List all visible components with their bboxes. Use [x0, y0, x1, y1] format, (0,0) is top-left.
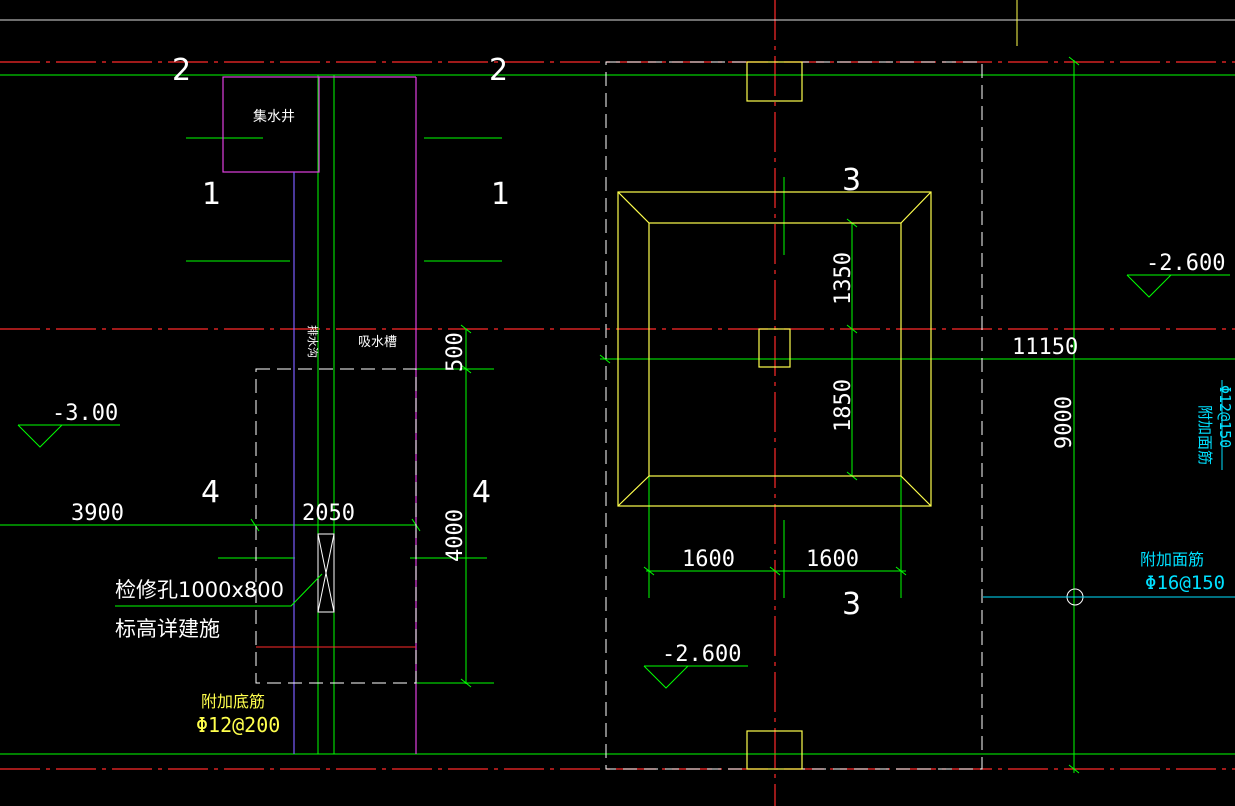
pit-outer [617, 191, 932, 507]
elevation-texts: -3.00 -2.600 -2.600 [52, 251, 1225, 667]
sump-label: 集水井 [253, 108, 295, 125]
dim-1350-text: 1350 [831, 252, 856, 305]
access-hole [317, 533, 335, 613]
dim-tick-h [769, 566, 781, 576]
add-top-rebar-right-spec: Φ16@150 [1145, 572, 1225, 594]
section-marker-4-right: 4 [472, 475, 491, 510]
pit-corner-bl [617, 475, 650, 507]
add-bottom-rebar-spec: Φ12@200 [196, 713, 280, 737]
dim-tick-i [895, 566, 907, 576]
add-top-rebar-vert-label: 附加面筋 [1196, 405, 1214, 465]
dim-tick-g [643, 566, 655, 576]
elevation-bottom [643, 665, 748, 689]
pit-center-sump [758, 328, 791, 368]
dim-500-text: 500 [443, 332, 468, 372]
dim-1600a-text: 1600 [682, 547, 735, 572]
dim-tick-a [460, 324, 472, 334]
pit-inner [648, 222, 902, 477]
sump-box [222, 76, 320, 173]
section-marker-2-right: 2 [489, 53, 508, 88]
dim-tick-b [460, 364, 472, 374]
pit [617, 61, 932, 770]
access-hole-rect [317, 533, 335, 613]
access-hole-x2 [317, 533, 335, 613]
section-marker-4-left: 4 [201, 475, 220, 510]
elev-bottom-text: -2.600 [662, 642, 741, 667]
elevation-note-label: 标高详建施 [115, 617, 220, 641]
dimension-texts: 3900 2050 500 4000 1350 1850 1600 1600 1… [71, 252, 1078, 572]
add-bottom-rebar-label: 附加底筋 [201, 692, 265, 711]
dim-4000-text: 4000 [443, 509, 468, 562]
dim-tick-c [460, 678, 472, 688]
add-top-rebar-vert-spec: Φ12@150 [1216, 385, 1234, 448]
elev-right-triangle [1126, 274, 1173, 298]
section-marker-1-left: 1 [202, 177, 221, 212]
elevation-right [1126, 274, 1230, 298]
dim-3900-text: 3900 [71, 501, 124, 526]
dim-9000-text: 9000 [1052, 396, 1077, 449]
access-region [255, 368, 417, 684]
elev-left-text: -3.00 [52, 401, 118, 426]
dim-1850-text: 1850 [831, 379, 856, 432]
dim-11150-tick [599, 354, 611, 364]
top-column [746, 61, 803, 102]
dashed-outlines [255, 61, 983, 770]
elev-right-text: -2.600 [1146, 251, 1225, 276]
pit-corner-tl [617, 191, 650, 224]
section-marker-3-top: 3 [842, 163, 861, 198]
suction-trough-label: 吸水槽 [358, 335, 397, 350]
elevation-left [17, 424, 120, 448]
pit-corner-br [900, 475, 932, 507]
elev-bottom-triangle [643, 665, 690, 689]
dim-9000-tick-bot [1068, 764, 1080, 774]
dim-2050-text: 2050 [302, 501, 355, 526]
section-markers: 2 2 1 1 4 4 3 3 [172, 53, 861, 622]
green-lines [0, 0, 1235, 774]
magenta-outlines [222, 76, 417, 754]
pit-corner-tr [900, 191, 932, 224]
section-marker-1-right: 1 [491, 177, 510, 212]
section-marker-3-bottom: 3 [842, 587, 861, 622]
bottom-column [746, 730, 803, 770]
dim-9000-tick-top [1068, 56, 1080, 66]
drain-ditch-label: 排水沟 [306, 325, 320, 358]
add-top-rebar-right-label: 附加面筋 [1140, 550, 1204, 569]
dim-1600b-text: 1600 [806, 547, 859, 572]
access-hole-label: 检修孔1000x800 [115, 578, 284, 602]
dim-3900-tick [250, 518, 260, 532]
dim-11150-text: 11150 [1012, 335, 1078, 360]
access-leader [115, 573, 323, 607]
dim-tick-e [846, 324, 858, 334]
elev-left-triangle [17, 424, 64, 448]
section-marker-2-left: 2 [172, 53, 191, 88]
